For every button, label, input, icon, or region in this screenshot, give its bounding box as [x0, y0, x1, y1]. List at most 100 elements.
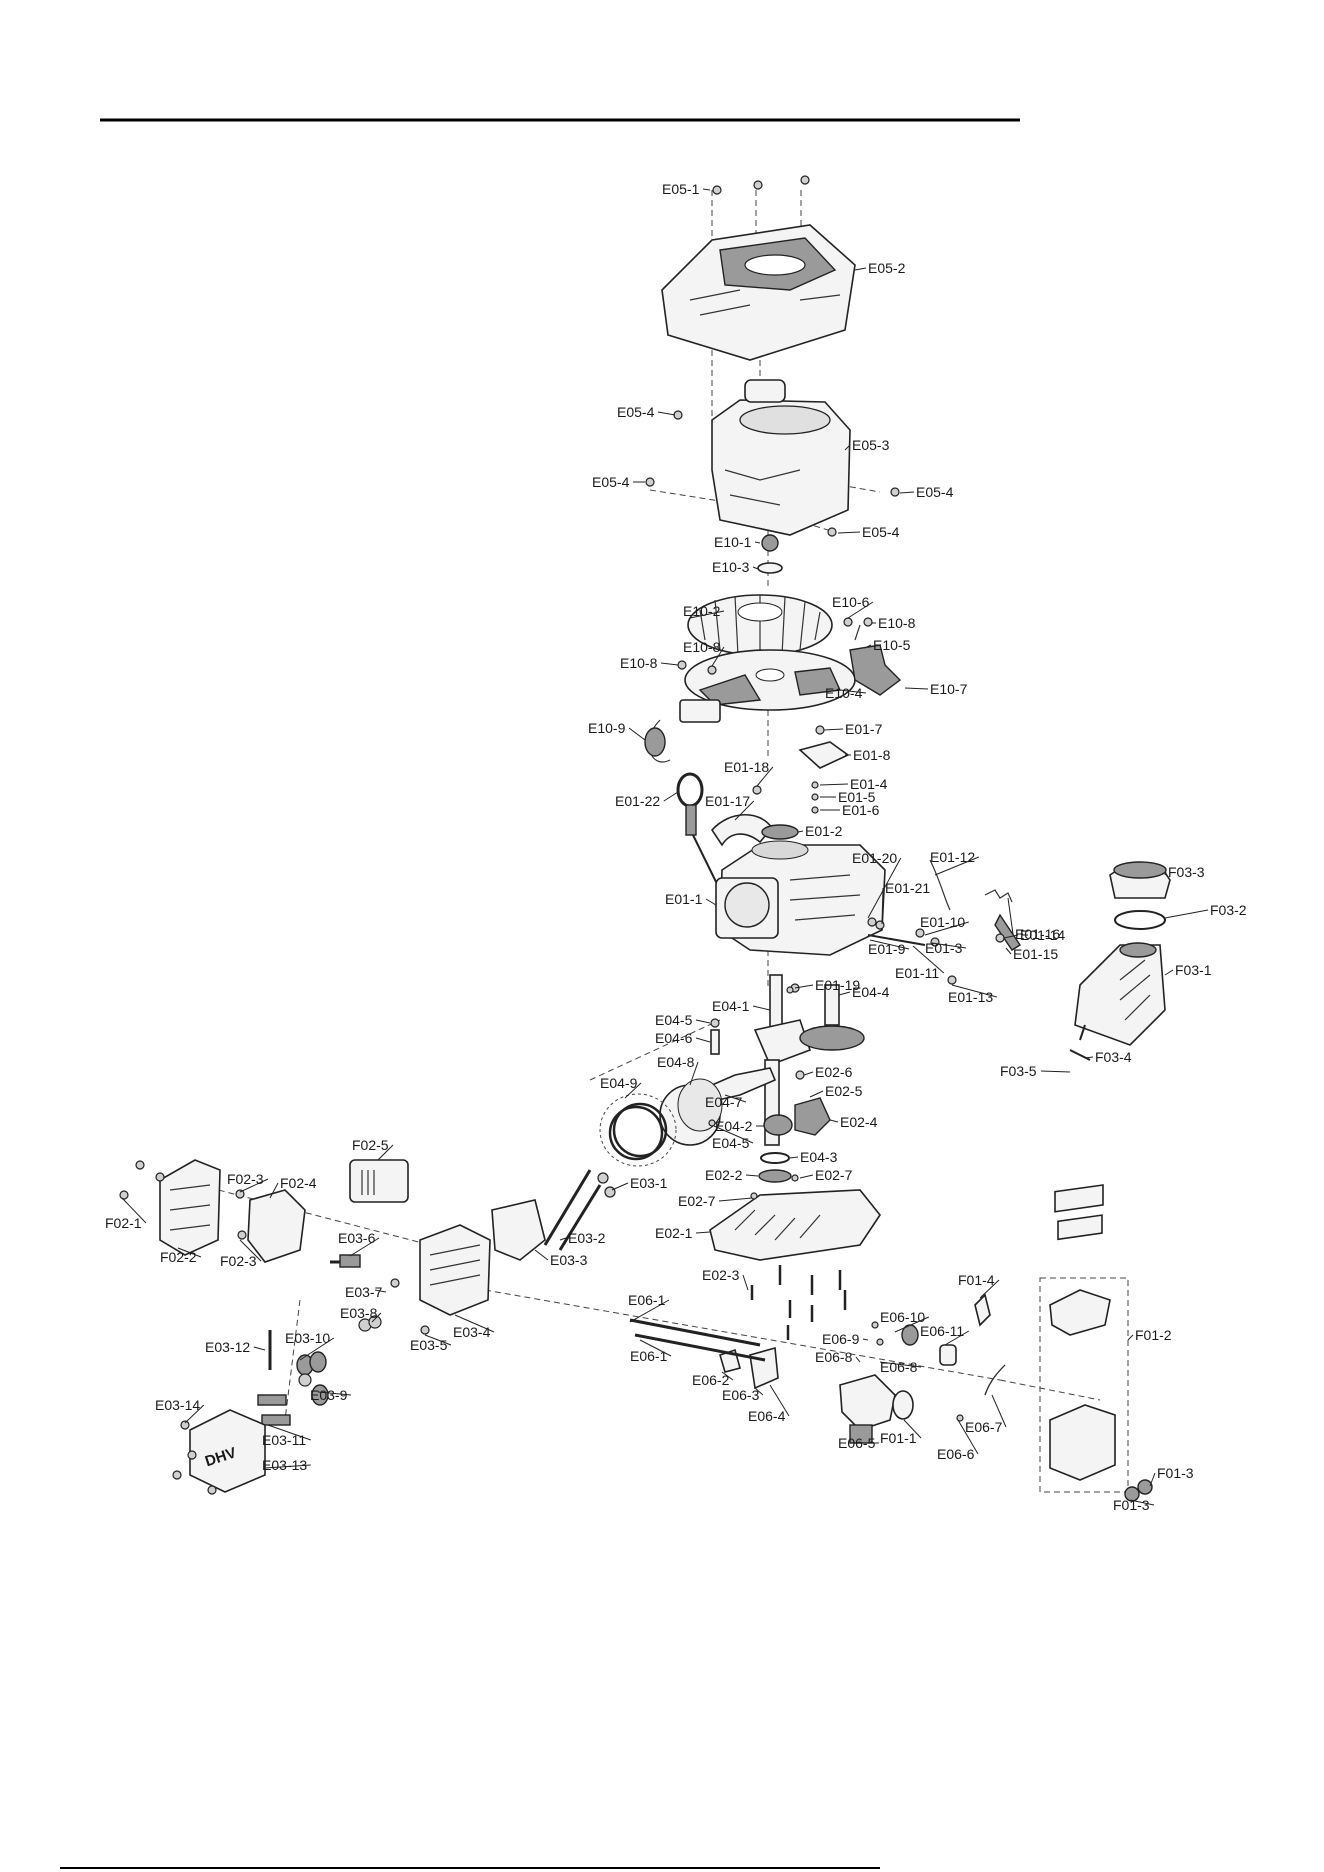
leader-line-f01-3a: [1149, 1472, 1156, 1487]
head-bolts-part: [543, 1169, 616, 1251]
part-label-e06-5: E06-5: [838, 1435, 876, 1451]
part-label-e02-3: E02-3: [702, 1267, 740, 1283]
leader-line-e01-16: [1007, 897, 1014, 935]
muffler-part: [247, 1189, 306, 1263]
part-label-e04-3: E04-3: [800, 1149, 838, 1165]
part-label-e01-8: E01-8: [853, 747, 891, 763]
leader-line-e06-3: [754, 1387, 764, 1396]
leader-line-e03-3: [534, 1249, 549, 1261]
part-label-e05-3: E05-3: [852, 437, 890, 453]
dipstick-part: [676, 772, 721, 891]
leader-line-e03-7: [374, 1289, 387, 1293]
leader-line-e01-2: [797, 830, 804, 833]
part-label-f03-5: F03-5: [1000, 1063, 1037, 1079]
leader-line-e02-5: [809, 1090, 824, 1098]
part-label-e10-1: E10-1: [714, 534, 752, 550]
leader-line-e02-7b: [718, 1197, 753, 1202]
part-label-e01-11: E01-11: [895, 965, 939, 981]
part-label-e10-8c: E10-8: [620, 655, 658, 671]
camshaft-gear-part: [799, 984, 865, 1051]
leader-line-f01-3b: [1129, 1499, 1155, 1506]
part-label-e10-6: E10-6: [832, 594, 870, 610]
part-label-e03-5: E03-5: [410, 1337, 448, 1353]
leader-line-f02-3a: [239, 1178, 269, 1193]
leader-line-f02-3b: [239, 1239, 262, 1262]
seal-part: [758, 1169, 792, 1183]
part-label-f03-3: F03-3: [1168, 864, 1205, 880]
part-label-e06-8a: E06-8: [815, 1349, 853, 1365]
crankcase-base-part: [709, 1189, 881, 1261]
part-label-f01-4: F01-4: [958, 1272, 995, 1288]
leader-line-e01-1: [705, 898, 717, 906]
leader-line-e10-9: [628, 727, 646, 741]
leader-lines: [121, 188, 1209, 1506]
part-label-e10-8b: E10-8: [683, 639, 721, 655]
leader-line-f02-5: [377, 1144, 394, 1161]
leader-line-e01-11: [912, 945, 945, 974]
base-bolts-part: [750, 1265, 847, 1340]
leader-line-f03-1: [1164, 969, 1174, 976]
leader-line-f01-2: [1127, 1334, 1134, 1341]
part-label-e01-14: E01-14: [1020, 927, 1065, 943]
leader-line-e04-5a: [695, 1019, 711, 1024]
heat-shield-part: [349, 1159, 409, 1203]
part-label-e02-6: E02-6: [815, 1064, 853, 1080]
leader-line-e03-11: [267, 1424, 311, 1441]
part-label-e03-1: E03-1: [630, 1175, 668, 1191]
part-label-e06-10: E06-10: [880, 1309, 925, 1325]
part-label-e06-8b: E06-8: [880, 1359, 918, 1375]
leader-line-e04-1: [752, 1005, 771, 1011]
part-label-e04-5a: E04-5: [655, 1012, 693, 1028]
leader-line-e03-6: [349, 1237, 380, 1257]
part-label-f03-4: F03-4: [1095, 1049, 1132, 1065]
leader-line-e10-8c: [660, 662, 679, 666]
part-label-e10-4: E10-4: [825, 685, 863, 701]
spark-plug-part: [330, 1254, 361, 1268]
part-label-e10-3: E10-3: [712, 559, 750, 575]
leader-line-e06-6: [957, 1419, 979, 1455]
part-label-e03-3: E03-3: [550, 1252, 588, 1268]
leader-line-e01-7: [823, 728, 844, 731]
leader-line-e01-19: [794, 984, 814, 989]
part-label-e03-14: E03-14: [155, 1397, 200, 1413]
crankcase-cover-plate-part: [798, 741, 850, 769]
leader-line-e03-5: [424, 1334, 452, 1346]
part-label-e06-11: E06-11: [920, 1323, 964, 1339]
part-label-e03-4: E03-4: [453, 1324, 491, 1340]
part-label-e01-6: E01-6: [842, 802, 880, 818]
part-label-e01-9: E01-9: [868, 941, 906, 957]
part-label-e01-13: E01-13: [948, 989, 993, 1005]
part-label-e01-18: E01-18: [724, 759, 769, 775]
part-label-e01-17: E01-17: [705, 793, 750, 809]
leader-line-e06-8a: [855, 1356, 861, 1363]
leader-line-e05-4a: [657, 411, 676, 416]
part-label-e06-3: E06-3: [722, 1387, 760, 1403]
part-label-e10-7: E10-7: [930, 681, 968, 697]
leader-line-e01-15: [1005, 947, 1012, 955]
leader-line-f02-2: [177, 1247, 202, 1258]
part-label-e06-6: E06-6: [937, 1446, 975, 1462]
cylinder-head-part: [419, 1224, 491, 1316]
leader-line-e01-12: [934, 856, 979, 876]
leader-line-e10-2: [689, 610, 725, 619]
leader-line-e02-3: [742, 1274, 749, 1291]
leader-line-e06-4: [769, 1384, 790, 1417]
muffler-frame-part: [159, 1159, 221, 1256]
leader-line-e06-8b: [879, 1361, 922, 1368]
leader-line-e03-2: [559, 1237, 567, 1241]
fuel-tank-part: [1069, 861, 1171, 1061]
part-label-e06-2: E06-2: [692, 1372, 730, 1388]
part-label-e10-2: E10-2: [683, 603, 721, 619]
leader-line-e05-2: [854, 267, 867, 271]
part-label-e10-8a: E10-8: [878, 615, 916, 631]
leader-line-e06-1b: [639, 1339, 672, 1357]
part-label-f02-2: F02-2: [160, 1249, 197, 1265]
part-label-e06-9: E06-9: [822, 1331, 860, 1347]
carburetor-studs-part: [629, 1318, 766, 1362]
part-label-e03-13: E03-13: [262, 1457, 307, 1473]
part-label-e02-7a: E02-7: [815, 1167, 853, 1183]
leader-line-e04-8: [689, 1061, 699, 1086]
leader-line-e10-8b: [711, 646, 725, 667]
leader-line-e01-20: [867, 857, 902, 919]
leader-line-e03-10: [299, 1337, 335, 1361]
